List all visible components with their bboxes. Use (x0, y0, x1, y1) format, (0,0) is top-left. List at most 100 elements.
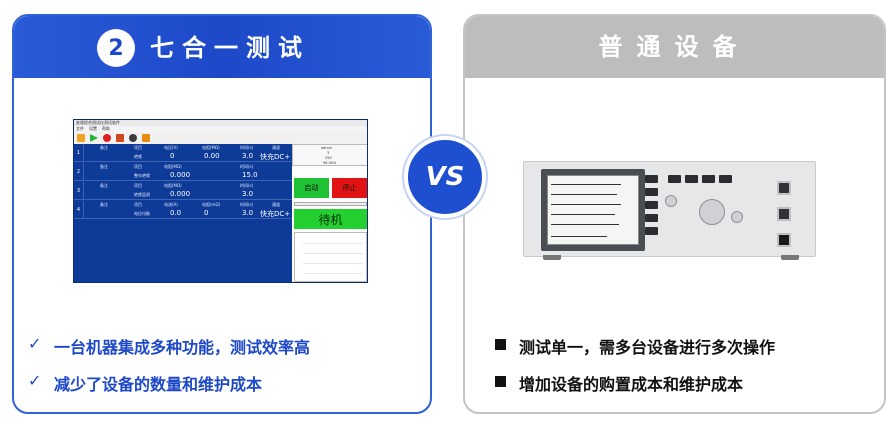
device-softkey (645, 201, 658, 209)
column-header: 时间(s) (240, 183, 254, 188)
check-icon: ✓ (28, 334, 42, 353)
integrated-tester-card: 2 七合一测试 安规综合测试仪测试软件 文件 设置 帮助 1 备注 项目 电压(… (12, 14, 432, 414)
column-header: 电阻(mΩ) (202, 202, 221, 207)
item-name: 绝缘 (134, 154, 142, 159)
device-knob (731, 211, 743, 223)
info-value: 96.00% (323, 161, 337, 165)
step-badge: 2 (97, 29, 135, 67)
column-header: 项目 (134, 164, 142, 169)
value-cell: 0.000 (170, 190, 191, 198)
software-titlebar: 安规综合测试仪测试软件 (74, 120, 367, 126)
table-row: 1 备注 项目 电压(V) 电阻(MΩ) 时间(s) 通道 绝缘 0 0.00 … (74, 144, 292, 162)
device-softkey (645, 188, 658, 196)
ordinary-device-title: 普通设备 (598, 33, 751, 61)
device-key (668, 175, 681, 183)
column-header: 时间(s) (240, 202, 254, 207)
user-label: admin (321, 146, 332, 150)
info-value: 3 (327, 151, 330, 155)
drawback-item: 增加设备的购置成本和维护成本 (519, 375, 744, 394)
integrated-tester-header: 2 七合一测试 (14, 16, 430, 78)
column-header: 时间(s) (240, 145, 254, 150)
column-header: 电阻(MΩ) (164, 164, 182, 169)
item-name: 整车绝缘 (134, 173, 150, 178)
stop-icon (103, 134, 111, 142)
column-header: 时间(s) (240, 164, 254, 169)
value-cell: 快充DC+ (260, 210, 291, 218)
power-key (777, 233, 791, 247)
device-dial (699, 199, 725, 225)
vs-badge: VS (404, 136, 486, 218)
value-cell: 15.0 (242, 171, 258, 179)
menu-settings: 设置 (89, 126, 97, 131)
column-header: 备注 (100, 164, 108, 169)
stop-button[interactable]: 停止 (332, 178, 367, 198)
value-cell: 0 (170, 152, 175, 160)
column-header: 备注 (100, 145, 108, 150)
column-header: 电压(V) (164, 145, 178, 150)
column-header: 电阻(MΩ) (202, 145, 220, 150)
test-key (777, 207, 791, 221)
ordinary-device-card: 普通设备 测试单一，需多台设备进行多次操作 增加设备的购置 (463, 14, 886, 414)
column-header: 备注 (100, 202, 108, 207)
integrated-tester-title: 七合一测试 (150, 34, 310, 62)
square-bullet-icon (495, 376, 506, 387)
ordinary-tester-device (523, 161, 816, 261)
value-cell: 快充DC+ (260, 153, 291, 161)
gear-icon (129, 134, 137, 142)
item-name: 电位均衡 (134, 211, 150, 216)
device-softkey (645, 227, 658, 235)
column-header: 备注 (100, 183, 108, 188)
open-folder-icon (77, 134, 85, 142)
waveform-chart (294, 232, 367, 282)
menu-file: 文件 (76, 126, 84, 131)
column-header: 项目 (134, 145, 142, 150)
row-number: 4 (74, 201, 84, 218)
play-icon (90, 134, 98, 142)
row-number: 1 (74, 144, 84, 161)
software-toolbar (74, 132, 367, 144)
device-softkey (645, 175, 658, 183)
item-name: 绝缘监测 (134, 192, 150, 197)
status-standby: 待机 (294, 209, 367, 229)
software-control-panel: admin 3 250 96.00% 启动 停止 待机 (292, 144, 367, 282)
menu-help: 帮助 (102, 126, 110, 131)
test-items-table: 1 备注 项目 电压(V) 电阻(MΩ) 时间(s) 通道 绝缘 0 0.00 … (74, 144, 292, 282)
column-header: 项目 (134, 202, 142, 207)
value-cell: 0.000 (170, 171, 191, 179)
table-row: 3 备注 项目 电阻(MΩ) 时间(s) 绝缘监测 0.000 3.0 (74, 182, 292, 200)
start-button[interactable]: 启动 (294, 178, 329, 198)
column-header: 项目 (134, 183, 142, 188)
drawback-item: 测试单一，需多台设备进行多次操作 (519, 338, 776, 357)
info-value: 250 (325, 156, 332, 160)
row-number: 3 (74, 182, 84, 199)
speaker-icon (116, 134, 124, 142)
ordinary-device-header: 普通设备 (465, 16, 884, 78)
column-header: 电流(A) (164, 202, 178, 207)
info-box: admin 3 250 96.00% (292, 144, 367, 166)
value-cell: 0.0 (170, 209, 182, 217)
value-cell: 0 (204, 209, 209, 217)
column-header: 电阻(MΩ) (164, 183, 182, 188)
value-cell: 3.0 (242, 190, 254, 198)
tools-icon (142, 134, 150, 142)
device-key (702, 175, 715, 183)
column-header: 通道 (272, 145, 280, 150)
progress-bar (294, 202, 367, 206)
device-softkey (645, 214, 658, 222)
check-icon: ✓ (28, 371, 42, 390)
reset-key (777, 181, 791, 195)
test-software-screenshot: 安规综合测试仪测试软件 文件 设置 帮助 1 备注 项目 电压(V) 电阻(MΩ… (73, 119, 368, 283)
device-knob (665, 195, 677, 207)
device-key (719, 175, 732, 183)
table-row: 4 备注 项目 电流(A) 电阻(mΩ) 时间(s) 通道 电位均衡 0.0 0… (74, 201, 292, 219)
table-row: 2 备注 项目 电阻(MΩ) 时间(s) 整车绝缘 0.000 15.0 (74, 163, 292, 181)
column-header: 通道 (272, 202, 280, 207)
advantage-item: 减少了设备的数量和维护成本 (54, 375, 263, 394)
value-cell: 3.0 (242, 209, 254, 217)
software-menubar: 文件 设置 帮助 (74, 126, 367, 132)
device-key (685, 175, 698, 183)
row-number: 2 (74, 163, 84, 180)
value-cell: 0.00 (204, 152, 220, 160)
square-bullet-icon (495, 339, 506, 350)
device-screen (547, 175, 639, 245)
